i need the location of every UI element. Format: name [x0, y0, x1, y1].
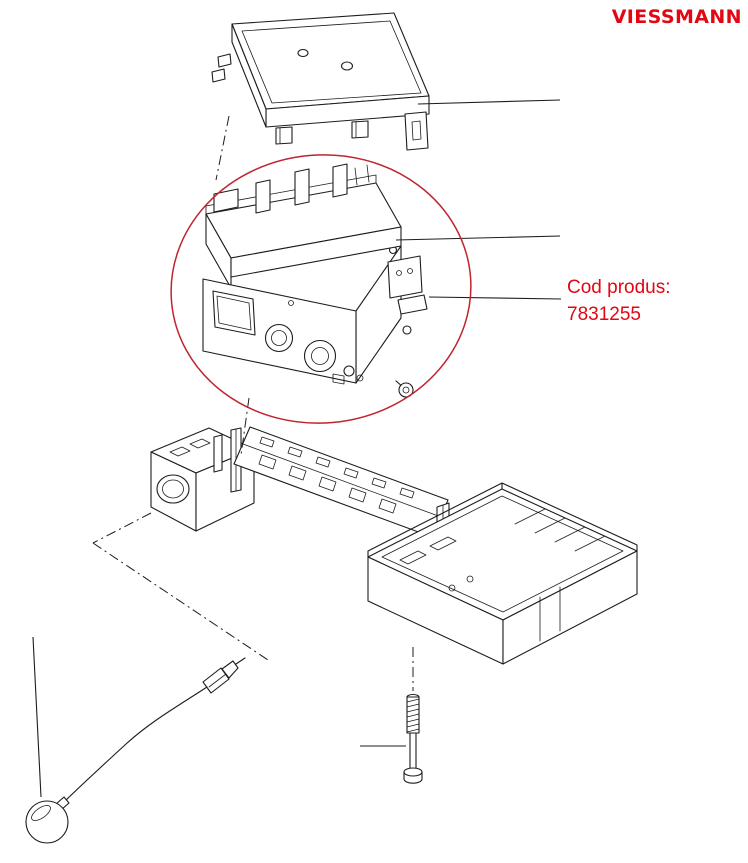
- long-screw-threads: [406, 698, 420, 733]
- cover-hole-2: [340, 61, 354, 71]
- display-window: [212, 290, 256, 336]
- tray-inset: [381, 495, 624, 613]
- button-tiny: [356, 374, 364, 382]
- part-base-frame: [150, 426, 450, 562]
- cover-bracket-right: [404, 111, 429, 151]
- box-tab: [213, 434, 223, 473]
- rail-body: [233, 426, 449, 538]
- sensor-cable: [60, 686, 208, 806]
- leader-sensor: [32, 636, 42, 798]
- part-fixing-screw-long: [403, 693, 423, 784]
- plug-pin: [235, 657, 246, 665]
- plate-hole-1: [396, 270, 402, 276]
- leader-top-cover: [417, 99, 561, 105]
- axis-box-to-sensor-a: [92, 512, 152, 544]
- knob-left-inner: [271, 330, 287, 346]
- long-screw-head-top: [403, 767, 423, 777]
- display-inner: [216, 295, 252, 331]
- roller-hub: [402, 386, 410, 394]
- sensor-disc-inner: [31, 805, 51, 821]
- axis-cover-to-unit: [215, 115, 230, 181]
- part-control-unit: [202, 163, 428, 398]
- part-top-cover: [211, 12, 430, 151]
- unit-divider-1: [255, 179, 271, 214]
- cover-left-face: [231, 23, 267, 128]
- tray-boss-2: [466, 575, 474, 583]
- cover-hook-left-2: [211, 68, 226, 83]
- tray-wall-ribs: [539, 586, 561, 642]
- unit-divider-3: [332, 163, 348, 198]
- part-sensor-with-cable: [25, 657, 246, 844]
- product-code-callout: Cod produs: 7831255: [567, 274, 671, 328]
- cover-tab-1: [275, 126, 293, 145]
- highlight-ellipse: [170, 154, 472, 424]
- box-top-slots: [169, 438, 211, 457]
- fascia-screw-dot: [288, 300, 294, 306]
- plug-detail-line: [208, 673, 227, 688]
- cover-rim-line: [241, 20, 422, 104]
- rail-slots-row2: [258, 454, 397, 514]
- tray-slots: [399, 536, 457, 565]
- button-small: [343, 365, 355, 377]
- unit-pin-boss: [402, 325, 412, 335]
- leader-control-unit: [428, 296, 562, 300]
- sensor-disc: [25, 800, 69, 844]
- box-round-opening: [156, 474, 190, 504]
- tray-right-wall: [502, 550, 638, 665]
- part-bottom-tray: [367, 482, 638, 665]
- plate-hole-2: [407, 268, 413, 274]
- axis-box-to-sensor-b: [92, 542, 269, 661]
- fascia-terminal: [332, 373, 345, 385]
- long-screw-shaft: [409, 732, 417, 770]
- leader-lines: [32, 99, 562, 798]
- knob-right: [303, 339, 337, 373]
- unit-divider-left: [213, 188, 239, 213]
- product-code-value: 7831255: [567, 304, 641, 325]
- viessmann-logo: VIESSMANN: [611, 6, 742, 28]
- unit-divider-2: [294, 168, 310, 206]
- cover-hook-left-1: [217, 53, 232, 68]
- cover-hole-1: [297, 48, 309, 58]
- unit-hook-bracket: [397, 294, 428, 315]
- rail-slots-row1: [259, 436, 415, 499]
- tray-ribs: [514, 508, 606, 552]
- unit-connector-plate: [387, 255, 423, 299]
- tray-boss-1: [448, 584, 456, 592]
- leader-small-screw: [395, 235, 561, 241]
- unit-pins: [354, 164, 370, 186]
- knob-left: [264, 323, 294, 353]
- knob-right-inner: [311, 347, 329, 365]
- roller-wheel: [398, 382, 414, 398]
- product-code-label: Cod produs:: [567, 277, 671, 298]
- cover-tab-2: [351, 120, 369, 139]
- box-opening-inner: [162, 479, 184, 499]
- rail-mid-line: [242, 443, 442, 518]
- long-screw-thread-body: [406, 696, 420, 734]
- tray-rim: [367, 482, 638, 558]
- cover-bracket-slot: [411, 120, 422, 141]
